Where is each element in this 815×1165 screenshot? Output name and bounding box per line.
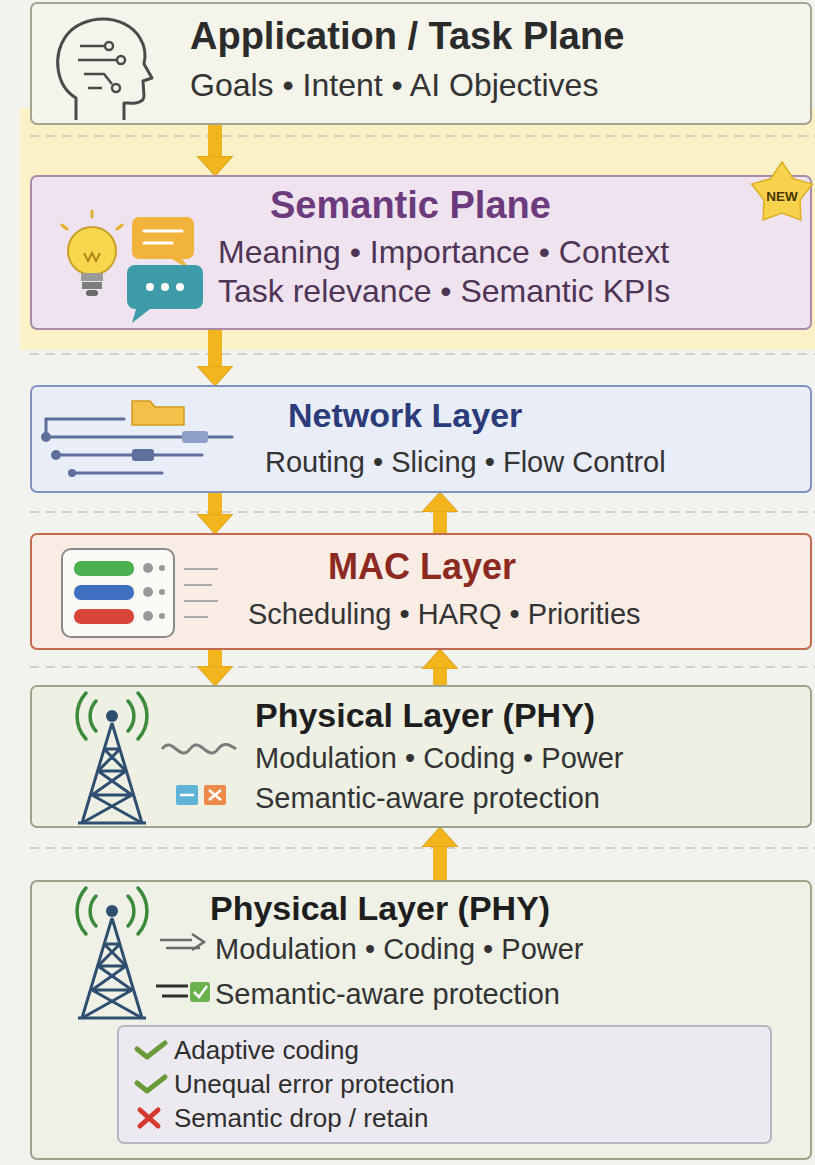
flow-arrow bbox=[433, 847, 447, 880]
layer-body: Routing • Slicing • Flow Control bbox=[265, 445, 666, 480]
layer-body: Goals • Intent • AI Objectives bbox=[190, 66, 598, 104]
layer-body: Semantic-aware protection bbox=[255, 781, 600, 816]
layer-body: Meaning • Importance • Context Task rele… bbox=[218, 233, 728, 311]
layer-title: Physical Layer (PHY) bbox=[255, 695, 595, 736]
check-item: Semantic drop / retain bbox=[174, 1103, 428, 1134]
layer-title: Application / Task Plane bbox=[190, 14, 624, 60]
semantic-highlight bbox=[20, 108, 815, 350]
layer-title: Semantic Plane bbox=[270, 183, 551, 229]
layer-body: Modulation • Coding • Power bbox=[215, 932, 584, 967]
layer-title: Physical Layer (PHY) bbox=[210, 888, 550, 929]
layer-title: Network Layer bbox=[288, 395, 522, 436]
flow-arrow bbox=[208, 493, 222, 514]
checklist-box: Adaptive codingUnequal error protectionS… bbox=[117, 1025, 772, 1144]
layer-body: Modulation • Coding • Power bbox=[255, 741, 624, 776]
layer-body: Semantic-aware protection bbox=[215, 977, 560, 1012]
flow-arrow bbox=[433, 669, 447, 685]
flow-arrow bbox=[208, 650, 222, 666]
layer-band: NEWSemantic PlaneMeaning • Importance • … bbox=[30, 175, 812, 330]
layer-band: Physical Layer (PHY) Modulation • Coding … bbox=[30, 685, 812, 828]
badge-star: NEW bbox=[750, 160, 814, 232]
layer-separators bbox=[30, 136, 815, 848]
layer-title: MAC Layer bbox=[328, 545, 516, 588]
layer-band: MAC LayerScheduling • HARQ • Priorities bbox=[30, 533, 812, 650]
layer-body: Scheduling • HARQ • Priorities bbox=[248, 597, 641, 632]
layer-band: Adaptive codingUnequal error protectionS… bbox=[30, 880, 812, 1160]
flow-arrow bbox=[208, 330, 222, 366]
check-item: Unequal error protection bbox=[174, 1069, 454, 1100]
check-item: Adaptive coding bbox=[174, 1035, 359, 1066]
layer-band: Network LayerRouting • Slicing • Flow Co… bbox=[30, 385, 812, 493]
flow-arrow bbox=[208, 125, 222, 156]
badge-text: NEW bbox=[750, 160, 814, 232]
flow-arrow bbox=[433, 512, 447, 533]
layer-band: Application / Task PlaneGoals • Intent •… bbox=[30, 2, 812, 125]
